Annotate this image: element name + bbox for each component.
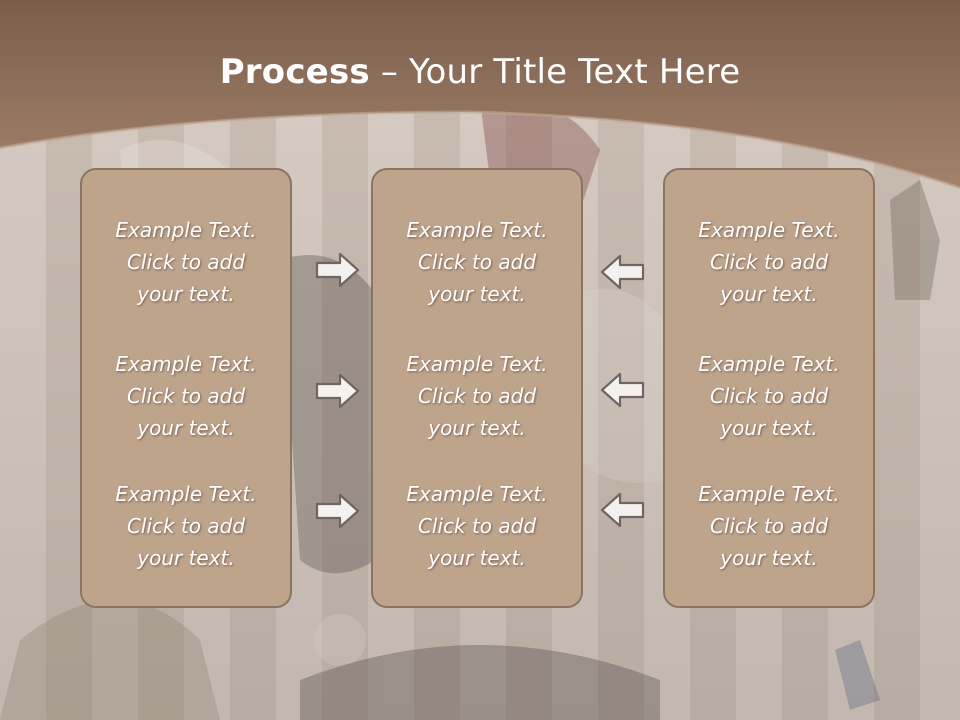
process-panel-left[interactable]: Example Text. Click to add your text. Ex… bbox=[80, 168, 292, 608]
header-band bbox=[0, 0, 960, 190]
arrow-right-icon bbox=[315, 373, 360, 409]
arrow-left-icon bbox=[600, 492, 645, 528]
text-placeholder[interactable]: Example Text. Click to add your text. bbox=[698, 218, 840, 306]
text-placeholder[interactable]: Example Text. Click to add your text. bbox=[406, 218, 548, 306]
slide-title[interactable]: Process – Your Title Text Here bbox=[0, 52, 960, 92]
text-placeholder[interactable]: Example Text. Click to add your text. bbox=[698, 352, 840, 440]
process-panel-right[interactable]: Example Text. Click to add your text. Ex… bbox=[663, 168, 875, 608]
arrow-right-icon bbox=[315, 493, 360, 529]
text-placeholder[interactable]: Example Text. Click to add your text. bbox=[406, 482, 548, 570]
text-placeholder[interactable]: Example Text. Click to add your text. bbox=[115, 482, 257, 570]
title-bold: Process bbox=[219, 52, 370, 92]
text-placeholder[interactable]: Example Text. Click to add your text. bbox=[115, 352, 257, 440]
text-placeholder[interactable]: Example Text. Click to add your text. bbox=[115, 218, 257, 306]
title-rest: – Your Title Text Here bbox=[369, 52, 741, 92]
text-placeholder[interactable]: Example Text. Click to add your text. bbox=[698, 482, 840, 570]
arrow-right-icon bbox=[315, 252, 360, 288]
arrow-left-icon bbox=[600, 372, 645, 408]
text-placeholder[interactable]: Example Text. Click to add your text. bbox=[406, 352, 548, 440]
arrow-left-icon bbox=[600, 254, 645, 290]
process-panel-center[interactable]: Example Text. Click to add your text. Ex… bbox=[371, 168, 583, 608]
